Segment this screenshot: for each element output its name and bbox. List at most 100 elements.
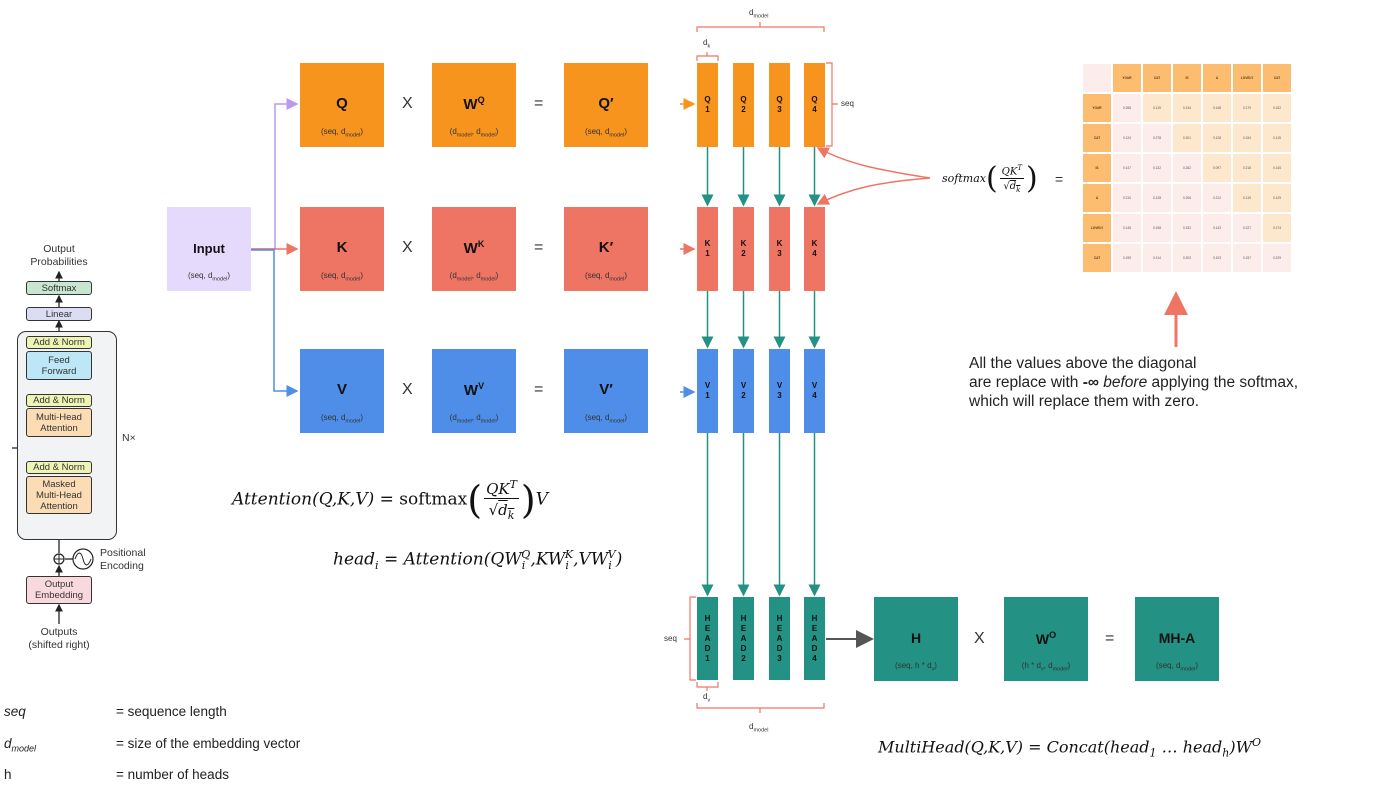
k-column-letter: K: [740, 239, 747, 248]
head-letter: H: [704, 613, 711, 623]
k-column-letter: K: [704, 239, 711, 248]
nx-label: N×: [122, 432, 136, 444]
k-column-number: 1: [705, 249, 710, 258]
brace-seq-q: [826, 62, 838, 147]
row-header: CAT: [1083, 244, 1111, 272]
head-letter: A: [811, 633, 818, 643]
attention-value-cell: 0.132: [1143, 154, 1171, 182]
head-letter: D: [811, 643, 818, 653]
head-number: 4: [812, 653, 817, 663]
wk-matrix-label: WK: [463, 239, 485, 257]
k-column-number: 3: [777, 249, 782, 258]
softmax-block: Softmax: [26, 281, 92, 295]
input-to-v-arrow: [251, 249, 299, 397]
note-line-2: are replace with -∞ before applying the …: [969, 374, 1298, 391]
row-header: LOVELY: [1083, 214, 1111, 242]
wk-matrix: WK(dmodel, dmodel): [432, 207, 516, 291]
head-letter: D: [740, 643, 747, 653]
attention-value-cell: 0.115: [1263, 124, 1291, 152]
softmax-equals: =: [1055, 171, 1064, 187]
attention-value-cell: 0.203: [1173, 244, 1201, 272]
v-matrix-label: V: [336, 381, 347, 398]
add-norm-block-1: Add & Norm: [26, 461, 92, 474]
attention-value-cell: 0.147: [1113, 154, 1141, 182]
attention-value-cell: 0.148: [1203, 94, 1231, 122]
row-header: CAT: [1083, 124, 1111, 152]
softmax-pointer-k: [816, 177, 931, 205]
v-column-letter: V: [704, 381, 711, 390]
v-prime-matrix-label: V′: [599, 381, 613, 398]
dmodel-top-label: dmodel: [749, 8, 769, 20]
attention-value-cell: 0.119: [1233, 184, 1261, 212]
column-header: IS: [1173, 64, 1201, 92]
positional-encoding-label: Positional Encoding: [100, 547, 146, 572]
dv-label: dv: [703, 692, 711, 704]
input-matrix: Input (seq, dmodel): [167, 207, 251, 291]
table-corner-cell: [1083, 64, 1111, 92]
equals-operator-q: =: [534, 95, 544, 112]
outputs-label: Outputs (shifted right): [28, 626, 90, 651]
add-norm-block-2: Add & Norm: [26, 394, 92, 407]
column-header: CAT: [1263, 64, 1291, 92]
attention-value-cell: 0.227: [1233, 214, 1261, 242]
v-column-number: 2: [741, 391, 746, 400]
attention-value-cell: 0.218: [1233, 154, 1261, 182]
attention-value-cell: 0.146: [1113, 214, 1141, 242]
output-embedding-block: Output Embedding: [26, 576, 92, 604]
attention-value-cell: 0.210: [1113, 184, 1141, 212]
head-letter: H: [776, 613, 783, 623]
wq-matrix: WQ(dmodel, dmodel): [432, 63, 516, 147]
q-prime-matrix-dim: (seq, dmodel): [584, 127, 628, 139]
v-column-letter: V: [740, 381, 747, 390]
v-prime-matrix: V′ (seq, dmodel): [564, 349, 648, 433]
attention-value-cell: 0.158: [1143, 214, 1171, 242]
attention-value-cell: 0.134: [1173, 94, 1201, 122]
masked-multi-head-attention-block: Masked Multi-Head Attention: [26, 476, 92, 514]
row-header: YOUR: [1083, 94, 1111, 122]
row-header: A: [1083, 184, 1111, 212]
v-prime-matrix-dim: (seq, dmodel): [584, 413, 628, 425]
dmodel-bottom-label: dmodel: [749, 722, 769, 734]
attention-value-cell: 0.097: [1203, 154, 1231, 182]
attention-value-cell: 0.179: [1233, 94, 1261, 122]
attention-value-cell: 0.229: [1263, 244, 1291, 272]
wq-matrix-dim: (dmodel, dmodel): [449, 127, 499, 139]
attention-value-cell: 0.154: [1233, 124, 1261, 152]
wv-matrix: WV(dmodel, dmodel): [432, 349, 516, 433]
column-header: A: [1203, 64, 1231, 92]
softmax-formula-label: softmax(QKT√dk): [942, 161, 1038, 196]
wo-matrix: WO (h * dv, dmodel): [1004, 597, 1088, 681]
head-letter: E: [811, 623, 818, 633]
k-matrix: K(seq, dmodel): [300, 207, 384, 291]
positional-encoding-icon: [53, 548, 94, 570]
times-operator-out: X: [974, 630, 985, 647]
equals-operator-v: =: [534, 381, 544, 398]
legend-description: = size of the embedding vector: [116, 736, 301, 751]
note-line-3: which will replace them with zero.: [969, 393, 1200, 410]
v-column-letter: V: [811, 381, 818, 390]
attention-value-cell: 0.262: [1173, 154, 1201, 182]
q-matrix: Q(seq, dmodel): [300, 63, 384, 147]
head-letter: A: [704, 633, 711, 643]
legend-description: = number of heads: [116, 767, 229, 782]
row-header: IS: [1083, 154, 1111, 182]
legend-symbol: h: [4, 767, 12, 782]
head-number: 1: [705, 653, 710, 663]
mha-matrix-dim: (seq, dmodel): [1155, 661, 1199, 673]
q-matrix-label: Q: [336, 95, 348, 112]
q-column-letter: Q: [811, 95, 818, 104]
equals-operator-k: =: [534, 239, 544, 256]
multi-head-attention-block: Multi-Head Attention: [26, 408, 92, 437]
column-header: YOUR: [1113, 64, 1141, 92]
attention-value-cell: 0.195: [1113, 244, 1141, 272]
